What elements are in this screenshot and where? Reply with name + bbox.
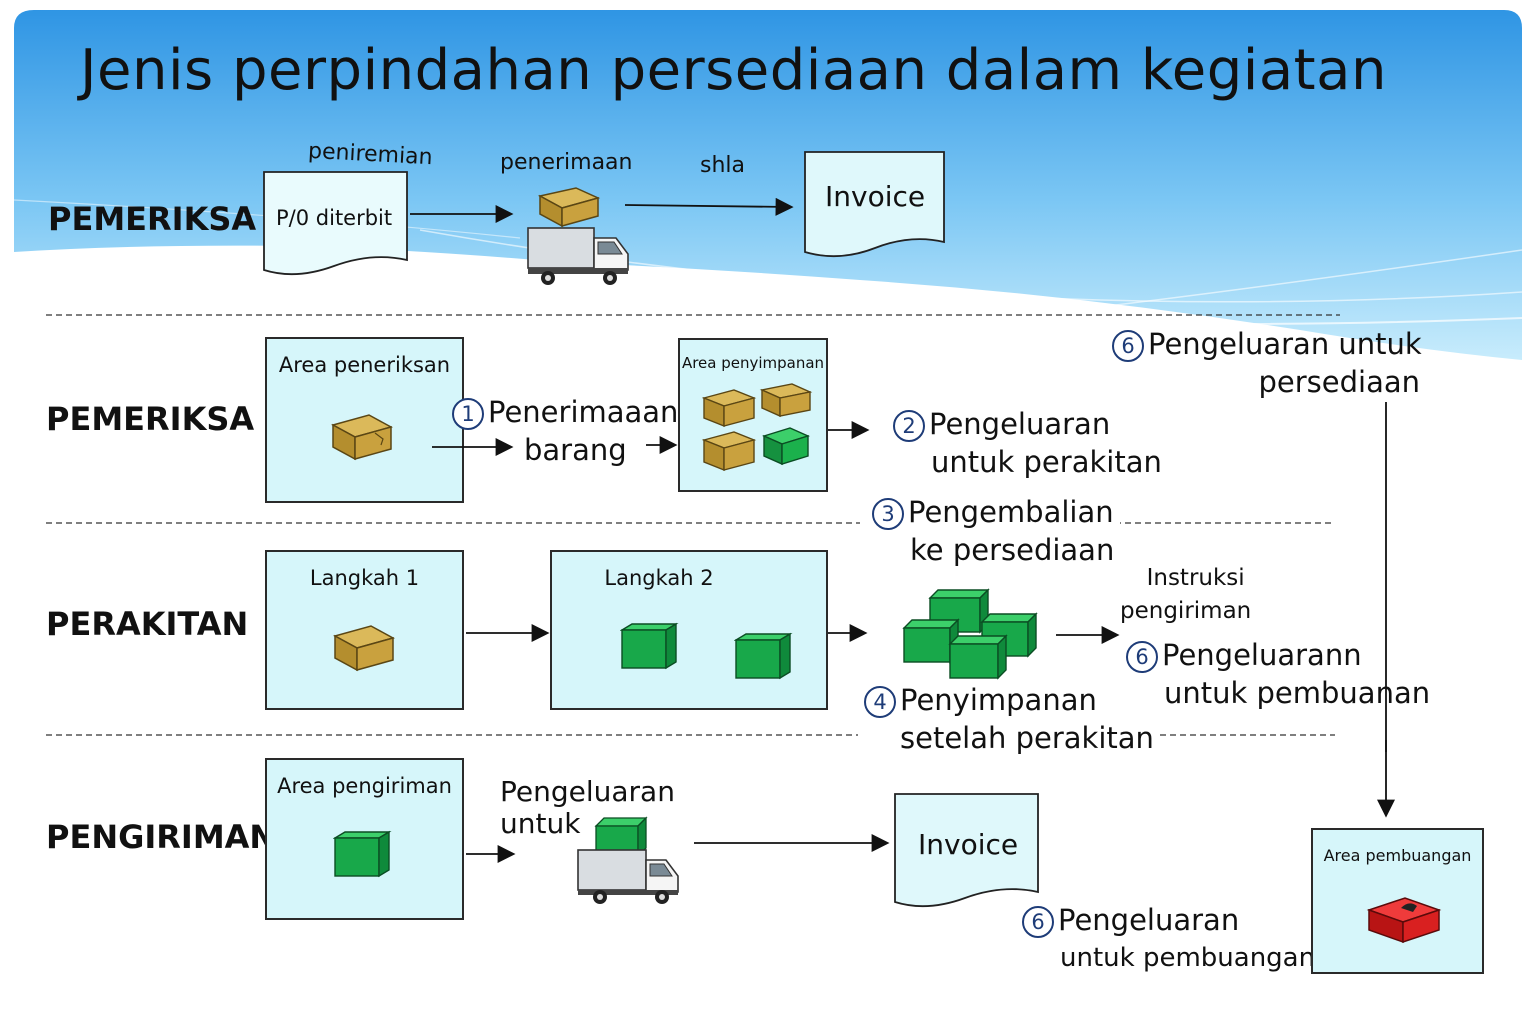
- assembly-step1-area: Langkah 1: [265, 550, 464, 710]
- step2-line2: untuk perakitan: [931, 444, 1162, 479]
- shipping-out-label: Pengeluaran untuk: [500, 775, 675, 841]
- delivery-truck-icon: [577, 816, 679, 904]
- step3-line2: ke persediaan: [910, 532, 1115, 567]
- label-shla: shla: [700, 153, 745, 178]
- page-title: Jenis perpindahan persediaan dalam kegia…: [80, 38, 1387, 103]
- inspection-area: Area peneriksan: [265, 337, 464, 503]
- step6-right-line1: Pengeluaran untuk: [1148, 327, 1422, 361]
- invoice-label-bottom: Invoice: [918, 828, 1019, 861]
- storage-area: Area penyimpanan: [678, 338, 828, 492]
- step1-line2: barang: [524, 432, 627, 467]
- green-boxes-stack-icon: [902, 588, 1038, 680]
- disposal-area: Area pembuangan: [1311, 828, 1484, 974]
- delivery-truck-icon: [527, 227, 629, 285]
- row-label-pemeriksa-top: PEMERIKSA: [48, 200, 257, 238]
- step2-number: 2: [893, 410, 925, 442]
- step4-line2: setelah perakitan: [900, 720, 1154, 755]
- cardboard-box-icon: [537, 187, 601, 228]
- inspection-area-title: Area peneriksan: [278, 353, 451, 377]
- step4-line1: Penyimpanan: [900, 683, 1097, 717]
- shipping-out-line2: untuk: [500, 807, 581, 841]
- step6-number-right: 6: [1112, 330, 1144, 362]
- instruction-line2: pengiriman: [1120, 598, 1252, 625]
- cardboard-box-icon: [333, 625, 395, 672]
- invoice-label-top: Invoice: [825, 180, 926, 213]
- step6b-line2: untuk pembuanan: [1164, 675, 1431, 710]
- document-icon: [263, 171, 408, 276]
- step1-line1: Penerimaaan: [488, 395, 679, 429]
- document-icon: [894, 793, 1039, 908]
- cardboard-box-icon: [331, 414, 393, 461]
- red-disposal-box-icon: [1366, 897, 1442, 944]
- shipping-out-line1: Pengeluaran: [500, 775, 675, 808]
- doc-po-label: P/0 diterbit: [276, 206, 393, 230]
- step6b-number: 6: [1126, 641, 1158, 673]
- arrow-icon: [432, 402, 1387, 752]
- step1-number: 1: [452, 398, 484, 430]
- step6c-line2: untuk pembuangan: [1060, 943, 1316, 974]
- step4-number: 4: [864, 686, 896, 718]
- row-label-pemeriksa: PEMERIKSA: [46, 400, 255, 438]
- shipping-area: Area pengiriman: [265, 758, 464, 920]
- storage-area-title: Area penyimpanan: [681, 354, 825, 372]
- shipping-instruction-label: Instruksi pengiriman: [1120, 562, 1251, 629]
- instruction-line1: Instruksi: [1146, 565, 1245, 591]
- stacked-boxes-icon: [702, 383, 813, 472]
- step2-title: Langkah 2: [604, 566, 714, 590]
- assembly-step2-area: Langkah 2: [550, 550, 828, 710]
- document-icon: [804, 151, 945, 258]
- green-box-icon: [333, 830, 392, 878]
- step6-right-line2: persediaan: [1258, 364, 1420, 399]
- green-box-icon: [734, 632, 793, 680]
- row-label-perakitan: PERAKITAN: [46, 605, 249, 643]
- label-penerimaan: penerimaan: [500, 150, 633, 175]
- arrow-icon: [466, 740, 1395, 863]
- row-label-pengiriman: PENGIRIMAN: [46, 818, 277, 856]
- green-box-icon: [620, 622, 679, 670]
- step6b-line1: Pengeluarann: [1162, 638, 1362, 672]
- step2-line1: Pengeluaran: [929, 407, 1111, 441]
- shipping-area-title: Area pengiriman: [277, 774, 452, 798]
- disposal-area-title: Area pembuangan: [1323, 846, 1472, 865]
- step3-line1: Pengembalian: [908, 495, 1114, 529]
- step6c-line1: Pengeluaran: [1058, 903, 1240, 937]
- arrow-icon: [410, 197, 794, 223]
- step1-title: Langkah 1: [309, 566, 420, 590]
- step6c-number: 6: [1022, 906, 1054, 938]
- step3-number: 3: [872, 498, 904, 530]
